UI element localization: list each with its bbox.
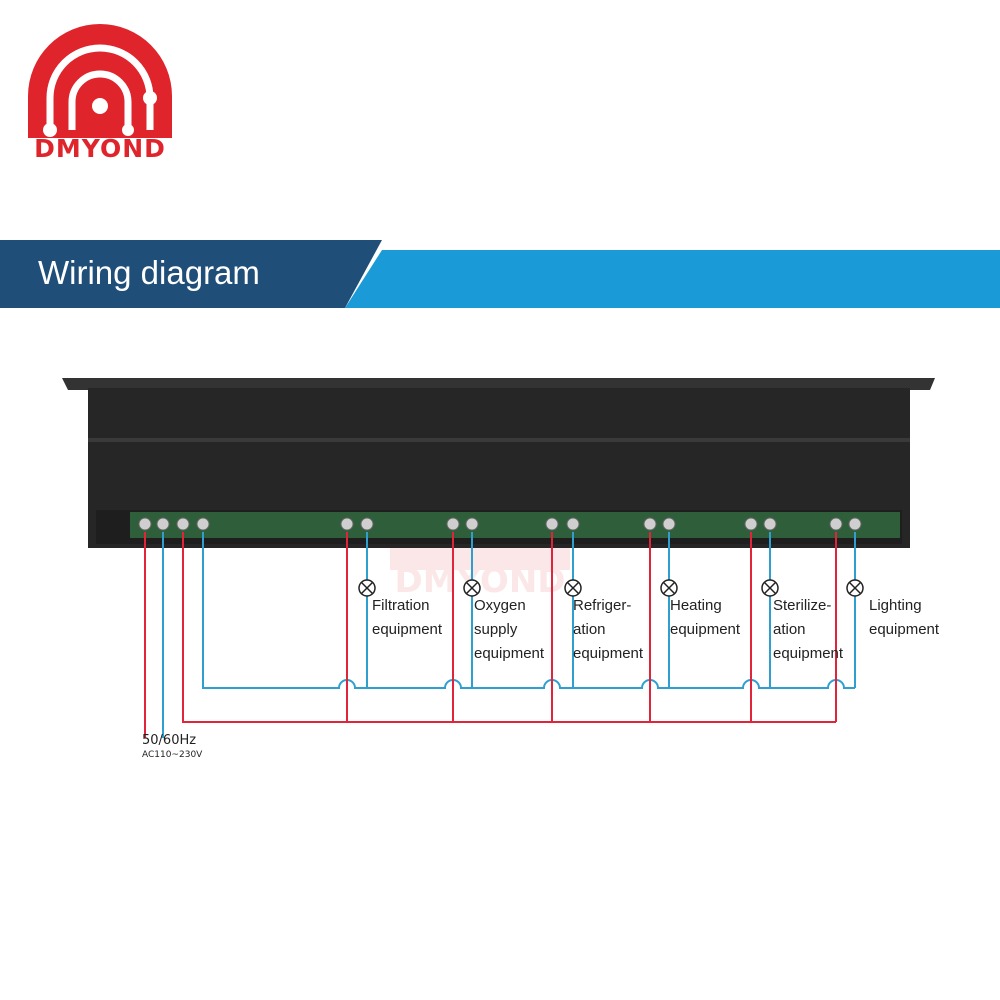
- terminal-screw-10: [643, 517, 657, 531]
- lamp-icon-3: [660, 579, 678, 597]
- svg-text:DMYOND: DMYOND: [394, 561, 565, 601]
- brand-name: DMYOND: [34, 134, 166, 163]
- lamp-icon-4: [761, 579, 779, 597]
- terminal-screw-5: [360, 517, 374, 531]
- section-banner: [0, 240, 1000, 308]
- lamp-icon-1: [463, 579, 481, 597]
- terminal-screw-12: [744, 517, 758, 531]
- controller-device: [62, 378, 935, 548]
- terminal-screw-8: [545, 517, 559, 531]
- terminal-screw-3: [196, 517, 210, 531]
- terminal-screw-6: [446, 517, 460, 531]
- terminal-group: [138, 517, 862, 531]
- lamp-group: [358, 579, 864, 597]
- terminal-screw-7: [465, 517, 479, 531]
- neutral-bus-wire: [202, 532, 855, 689]
- brand-logo: DMYOND: [20, 20, 180, 180]
- supply-voltage-label: AC110~230V: [142, 750, 203, 760]
- lamp-icon-5: [846, 579, 864, 597]
- terminal-screw-13: [763, 517, 777, 531]
- wiring-diagram: DMYOND: [62, 378, 935, 738]
- wire-group: [144, 532, 856, 738]
- equipment-label-refrigeration: Refriger- ation equipment: [573, 597, 644, 662]
- terminal-screw-9: [566, 517, 580, 531]
- supply-frequency-label: 50/60Hz: [142, 733, 197, 748]
- terminal-screw-4: [340, 517, 354, 531]
- terminal-screw-1: [156, 517, 170, 531]
- terminal-screw-14: [829, 517, 843, 531]
- lamp-icon-2: [564, 579, 582, 597]
- terminal-screw-0: [138, 517, 152, 531]
- equipment-label-heating: Heating equipment: [670, 597, 741, 638]
- equipment-label-sterilization: Sterilize- ation equipment: [773, 597, 844, 662]
- terminal-screw-2: [176, 517, 190, 531]
- equipment-label-oxygen: Oxygen supply equipment: [474, 597, 545, 662]
- banner-title: Wiring diagram: [38, 254, 260, 291]
- terminal-screw-11: [662, 517, 676, 531]
- terminal-screw-15: [848, 517, 862, 531]
- logo-mark: [28, 24, 172, 138]
- equipment-label-lighting: Lighting equipment: [869, 597, 940, 638]
- lamp-icon-0: [358, 579, 376, 597]
- live-bus-wire: [182, 532, 836, 723]
- equipment-label-filtration: Filtration equipment: [372, 597, 443, 638]
